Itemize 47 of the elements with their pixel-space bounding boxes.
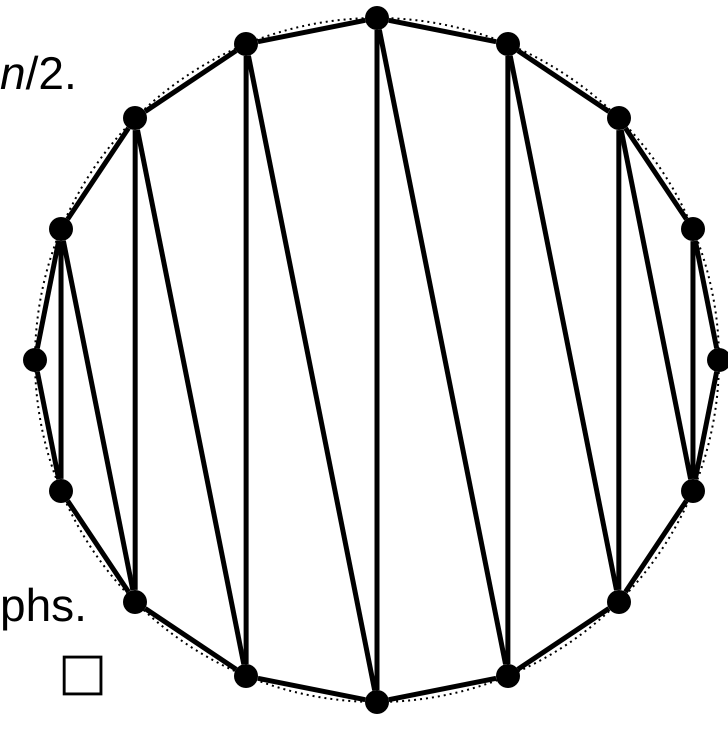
- graph-edge: [246, 55, 378, 691]
- graph-edge: [257, 18, 366, 44]
- graph-edge: [508, 55, 619, 591]
- graph-vertex: [234, 664, 258, 688]
- graph-edge: [618, 129, 694, 480]
- graph-vertex: [365, 690, 389, 714]
- graph-edge: [66, 126, 131, 221]
- graph-edge: [144, 48, 238, 114]
- graph-vertex: [680, 478, 705, 503]
- formula-text: n/2.: [0, 50, 77, 96]
- graph-edge: [257, 676, 366, 702]
- graph-edge: [690, 241, 696, 479]
- graph-vertex: [123, 106, 148, 130]
- graph-vertex: [49, 217, 74, 242]
- graph-edge: [623, 126, 688, 221]
- graph-edge: [505, 56, 510, 664]
- graph-edge: [132, 130, 138, 590]
- graph-vertex: [234, 32, 258, 56]
- graph-vertex: [606, 106, 631, 130]
- graph-edge: [376, 29, 508, 665]
- graph-vertex: [49, 478, 74, 503]
- graph-vertex: [496, 664, 520, 688]
- graph-vertex: [496, 32, 520, 56]
- graph-edge: [374, 30, 380, 690]
- graph-vertex: [707, 348, 728, 372]
- graph-vertex: [680, 217, 705, 242]
- graph-edge: [244, 56, 249, 664]
- graph-vertex: [123, 590, 148, 614]
- graph-vertex: [23, 348, 47, 372]
- graph-edge: [34, 240, 62, 349]
- graph-edge: [388, 676, 497, 702]
- graph-edge: [388, 18, 497, 44]
- graph-edge: [60, 240, 136, 591]
- graph-edge: [144, 606, 238, 672]
- text-fragment: phs.: [0, 582, 87, 628]
- graph-edge: [58, 241, 64, 479]
- graph-vertex: [365, 6, 389, 30]
- graph-edge: [616, 130, 622, 590]
- graph-edge: [135, 129, 246, 665]
- graph-edge: [692, 240, 720, 349]
- graph-edge: [516, 606, 610, 672]
- graph-edge: [623, 499, 688, 594]
- graph-edge: [516, 48, 610, 114]
- end-of-proof-symbol: □: [58, 646, 108, 698]
- graph-edge: [692, 371, 720, 480]
- graph-vertex: [606, 590, 631, 614]
- graph-edge: [66, 499, 131, 594]
